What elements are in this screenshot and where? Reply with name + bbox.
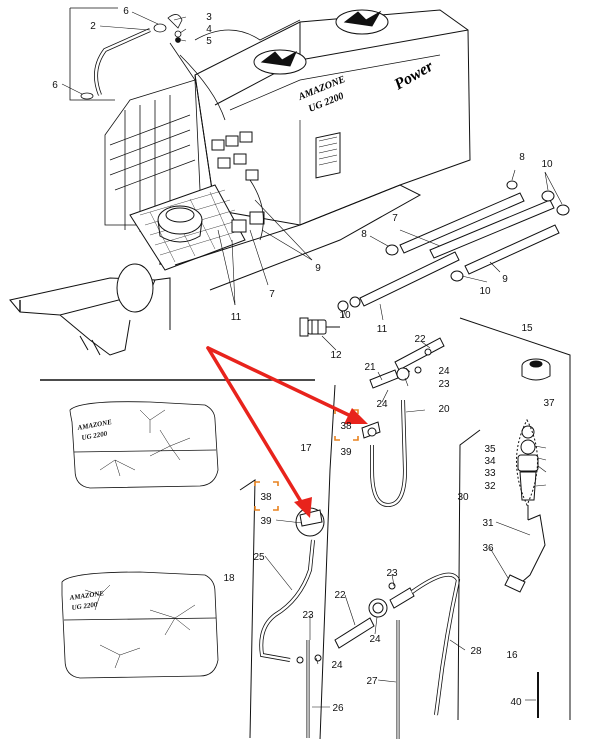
- svg-text:UG 2200: UG 2200: [71, 600, 98, 612]
- callout-39-upper: 39: [340, 447, 352, 458]
- callout-34: 34: [484, 456, 496, 467]
- callout-7-right: 7: [392, 213, 398, 224]
- nozzle-assembly-30: [504, 358, 551, 718]
- callout-9-right: 9: [502, 274, 508, 285]
- callout-10-top: 10: [541, 159, 553, 170]
- callout-28: 28: [470, 646, 482, 657]
- callout-10-mid: 10: [479, 286, 491, 297]
- callout-31: 31: [482, 518, 494, 529]
- callout-23-mid: 23: [386, 568, 398, 579]
- callout-11-left: 11: [231, 312, 242, 323]
- callout-16: 16: [506, 650, 518, 661]
- fitting-12: [299, 317, 340, 337]
- callout-35: 35: [484, 444, 496, 455]
- callout-38-lower: 38: [260, 492, 272, 503]
- sprayer-machine-illustration: [9, 9, 471, 356]
- callout-20: 20: [438, 404, 450, 415]
- callout-21: 21: [364, 362, 376, 373]
- callout-9-left: 9: [315, 263, 321, 274]
- callout-23-low: 23: [302, 610, 314, 621]
- callout-18: 18: [223, 573, 235, 584]
- callout-39-lower: 39: [260, 516, 272, 527]
- boom-pipes: [337, 180, 570, 312]
- callout-24-mid: 24: [369, 634, 381, 645]
- callout-33: 33: [484, 468, 496, 479]
- callout-24-top-left: 24: [376, 399, 388, 410]
- callout-11-right: 11: [377, 324, 388, 335]
- callout-23-top: 23: [438, 379, 450, 390]
- leader-lines: [61, 11, 563, 708]
- callout-10-low: 10: [339, 310, 351, 321]
- callout-8-left: 8: [361, 229, 367, 240]
- red-arrows: [206, 346, 357, 507]
- callout-37: 37: [543, 398, 555, 409]
- hose-assembly-17-18: [239, 317, 571, 739]
- callout-15: 15: [521, 323, 533, 334]
- red-arrowheads: [294, 408, 368, 518]
- callout-24-low: 24: [331, 660, 343, 671]
- callout-7-left: 7: [269, 289, 275, 300]
- callout-25: 25: [253, 552, 265, 563]
- callout-17: 17: [300, 443, 312, 454]
- callout-22-top: 22: [414, 334, 426, 345]
- callout-30: 30: [457, 492, 469, 503]
- callout-40: 40: [510, 697, 522, 708]
- callout-32: 32: [484, 481, 496, 492]
- callout-22-low: 22: [334, 590, 346, 601]
- callout-8-top: 8: [519, 152, 525, 163]
- callout-6-top: 6: [123, 6, 129, 17]
- callout-24-top-right: 24: [438, 366, 450, 377]
- tank-sketch-bottom: AMAZONE UG 2200: [61, 571, 219, 679]
- callout-2: 2: [90, 21, 96, 32]
- highlight-marker-38-lower: [254, 481, 279, 511]
- callout-26: 26: [332, 703, 344, 714]
- callout-36: 36: [482, 543, 494, 554]
- callout-3: 3: [206, 12, 212, 23]
- detail-box-top-left: [69, 7, 196, 101]
- tank-sketch-top: AMAZONE UG 2200: [69, 401, 219, 489]
- callout-27: 27: [366, 676, 378, 687]
- callout-4: 4: [206, 24, 212, 35]
- callout-12: 12: [330, 350, 342, 361]
- callout-labels: 2 6 3 4 5 6 8 10 7 8 9 10 9 7 11 10 11 1…: [52, 6, 555, 714]
- callout-5: 5: [206, 36, 212, 47]
- callout-6-left: 6: [52, 80, 58, 91]
- callout-38-upper: 38: [340, 421, 352, 432]
